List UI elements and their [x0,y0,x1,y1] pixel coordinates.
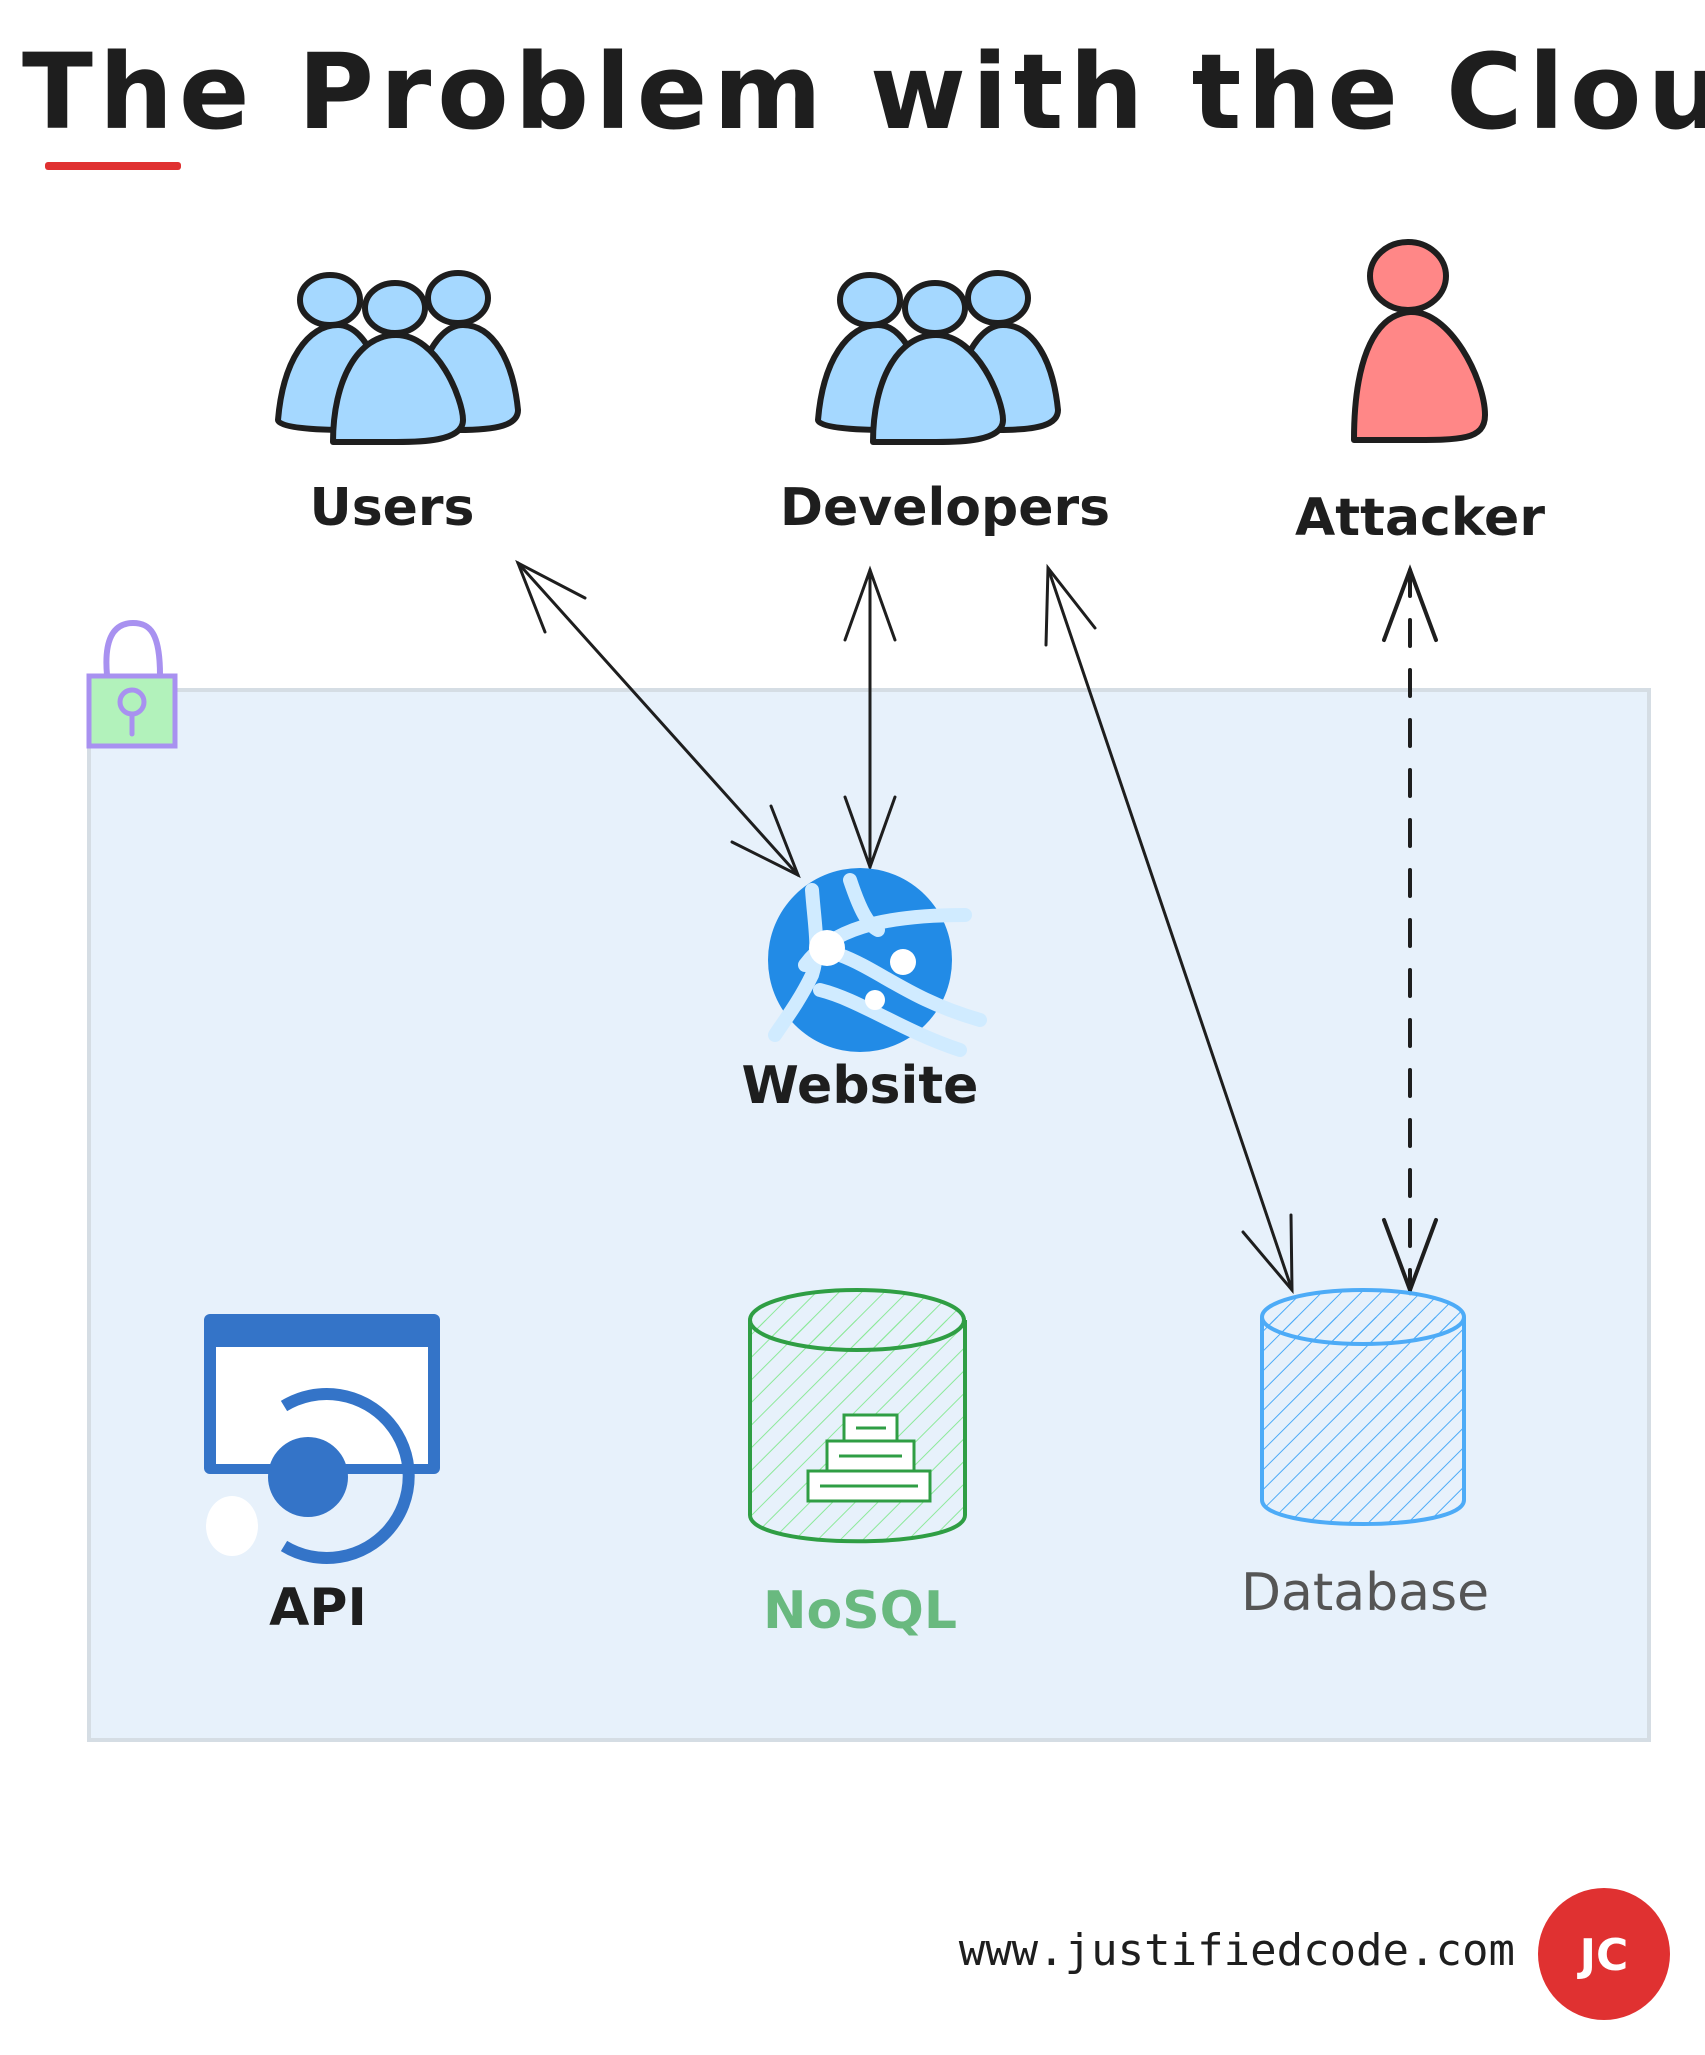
database-icon [1260,1288,1466,1526]
title-underline [45,162,181,170]
users-group-icon [275,270,521,445]
nosql-icon [748,1288,967,1544]
nosql-label: NoSQL [763,1581,957,1641]
users-label: Users [309,478,474,538]
attacker-label: Attacker [1295,488,1545,548]
connection-developers-database [1044,563,1294,1295]
connection-developers-website [843,565,897,872]
attacker-user-icon [1351,239,1488,443]
jc-badge-text: JC [1577,1930,1629,1981]
website-url-link[interactable]: www.justifiedcode.com [959,1925,1515,1976]
connection-users-website [515,559,801,879]
lock-icon [86,619,178,749]
api-label: API [269,1578,367,1638]
website-label: Website [742,1056,979,1116]
jc-badge: JC [1538,1888,1670,2020]
developers-group-icon [815,270,1061,445]
database-label: Database [1241,1563,1489,1623]
connection-attacker-database [1382,564,1438,1296]
page-title: The Problem with the Cloud [22,31,1705,153]
website-icon [768,868,987,1057]
api-icon [204,1314,440,1564]
developers-label: Developers [780,478,1110,538]
